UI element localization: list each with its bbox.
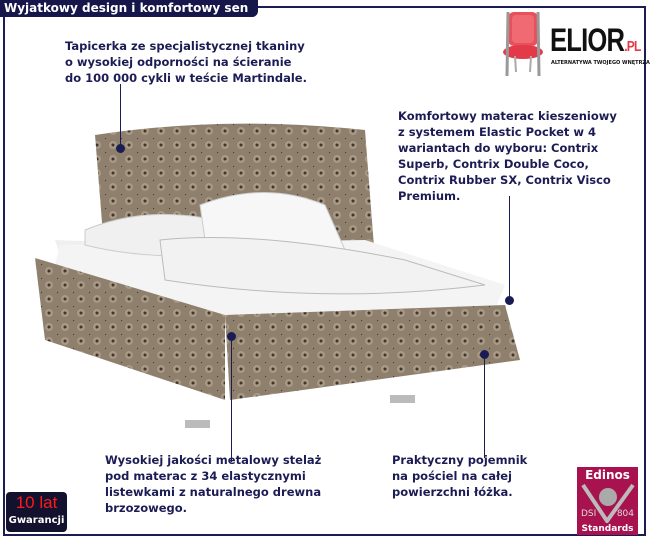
feature-upholstery-text: Tapicerka ze specjalistycznej tkaniny o … [65,39,307,85]
certificate-check-icon [581,483,635,523]
warranty-label: Gwarancji [8,515,65,526]
callout-dot [227,332,236,341]
content-frame [3,6,646,536]
edinos-certificate-badge: Edinos DSI 804 Standards [577,467,638,535]
callout-line [484,354,485,458]
callout-dot [116,144,125,153]
page-title: Wyjatkowy design i komfortowy sen [0,0,259,17]
certificate-left: DSI [581,509,597,519]
callout-line [509,196,510,300]
callout-dot [505,296,514,305]
elior-logo[interactable]: ELIOR.PL ALTERNATYWA TWOJEGO WNĘTRZA [495,8,650,83]
feature-frame-text: Wysokiej jakości metalowy stelaż pod mat… [105,453,322,515]
logo-suffix: .PL [624,38,641,55]
feature-mattress-text: Komfortowy materac kieszeniowy z systeme… [398,109,617,203]
logo-tagline: ALTERNATYWA TWOJEGO WNĘTRZA [551,60,650,66]
warranty-years: 10 lat [15,493,58,512]
certificate-label: Standards [581,524,634,534]
feature-storage-text: Praktyczny pojemnik na pościel na całej … [392,453,528,499]
callout-line [120,84,121,148]
warranty-badge: 10 lat Gwarancji [6,492,67,532]
logo-name: ELIOR [550,22,625,58]
bed-image [35,123,520,428]
callout-line [231,336,232,462]
certificate-brand: Edinos [585,468,630,482]
callout-dot [480,350,489,359]
certificate-right: 804 [616,509,634,519]
chair-icon [503,11,543,77]
